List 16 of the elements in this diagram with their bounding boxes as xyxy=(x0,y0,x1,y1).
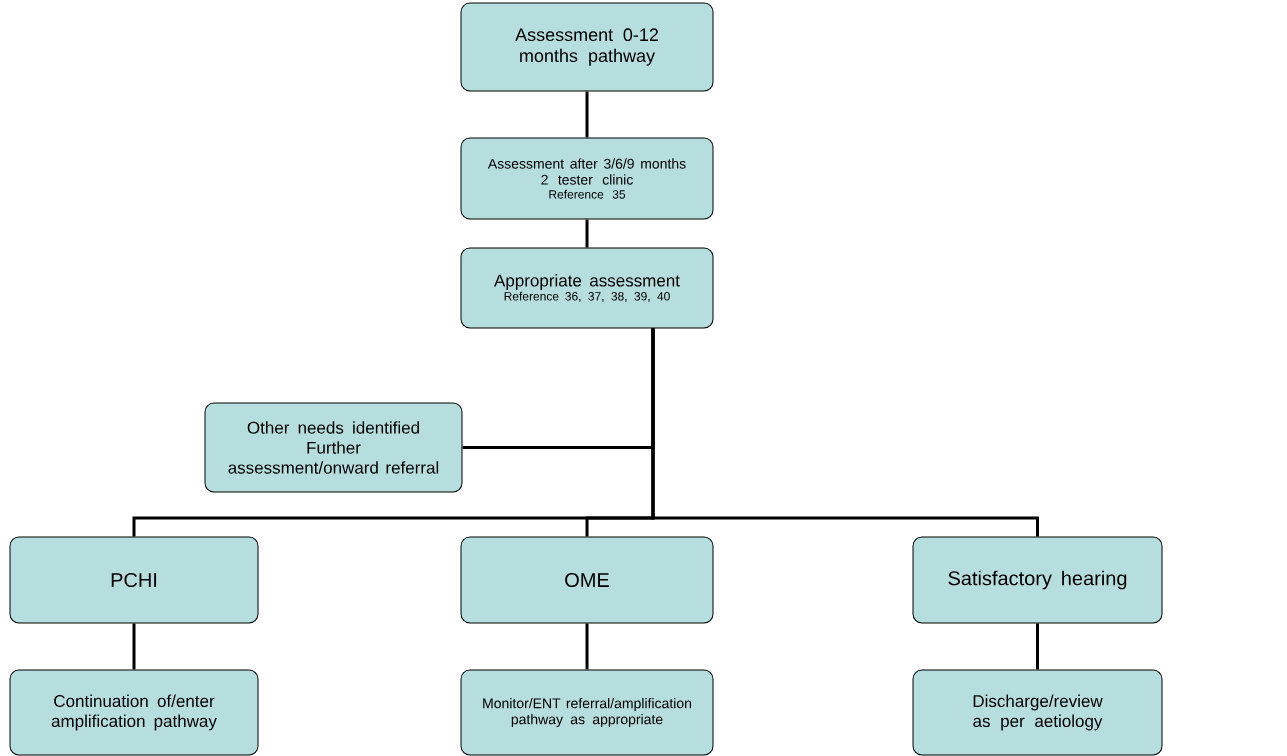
process-box: OME xyxy=(460,536,714,624)
connector-line xyxy=(132,623,136,670)
connector-line xyxy=(585,219,589,248)
process-box: Continuation of/enter amplification pathway xyxy=(9,669,259,756)
process-box: PCHI xyxy=(9,536,259,624)
connector-line xyxy=(651,328,1039,537)
connector-line xyxy=(585,623,589,670)
process-box: Satisfactory hearing xyxy=(912,536,1163,624)
process-box: Appropriate assessment Reference 36, 37, 38, 39, 40 xyxy=(460,247,714,329)
process-box: Assessment 0-12 months pathway xyxy=(460,2,714,92)
process-box: Assessment after 3/6/9 months 2 tester clinic Reference 35 xyxy=(460,137,714,220)
process-box: Other needs identified Further assessment/onward referral xyxy=(204,402,463,493)
process-box: Monitor/ENT referral/amplification pathway as appropriate xyxy=(460,669,714,756)
connector-line xyxy=(585,91,589,138)
connector-line xyxy=(1036,623,1039,670)
process-box: Discharge/review as per aetiology xyxy=(912,669,1163,756)
